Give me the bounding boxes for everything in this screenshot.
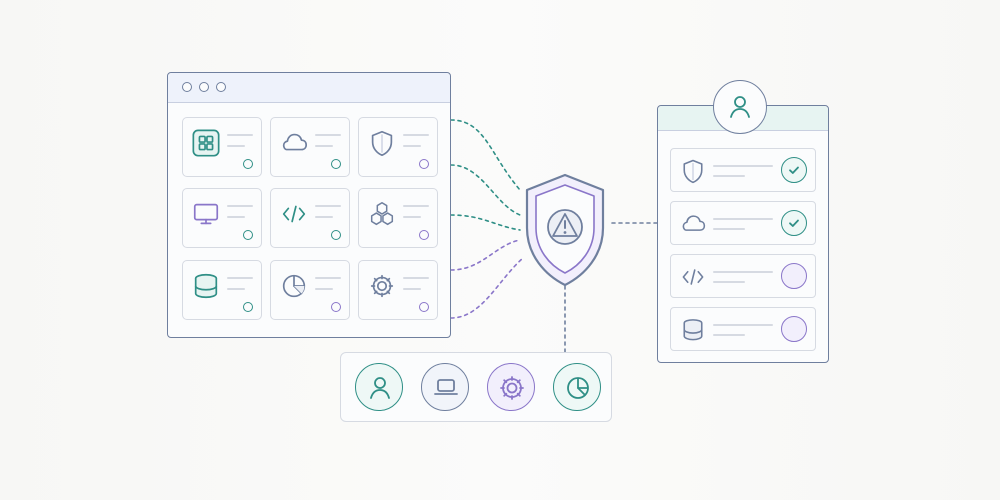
user-icon — [370, 377, 390, 399]
status-dot — [419, 159, 429, 169]
tile-grid[interactable] — [182, 117, 262, 177]
bottom-icon-bar — [340, 352, 612, 422]
tile-cloud[interactable] — [270, 117, 350, 177]
settings-button[interactable] — [487, 363, 535, 411]
tile-line — [315, 145, 333, 147]
chart-button[interactable] — [553, 363, 601, 411]
status-dot — [419, 302, 429, 312]
tile-line — [403, 134, 429, 136]
status-checked — [781, 210, 807, 236]
tile-line — [403, 145, 421, 147]
tile-database[interactable] — [182, 260, 262, 320]
laptop-button[interactable] — [421, 363, 469, 411]
row-line — [713, 218, 773, 220]
tile-pie-chart[interactable] — [270, 260, 350, 320]
tile-line — [227, 145, 245, 147]
status-dot — [243, 302, 253, 312]
shield-icon — [371, 130, 393, 157]
grid-icon — [192, 129, 220, 157]
row-line — [713, 324, 773, 326]
window-titlebar — [168, 73, 450, 103]
gear-icon — [500, 376, 524, 400]
tile-line — [403, 277, 429, 279]
row-line — [713, 228, 745, 230]
cloud-icon — [282, 133, 308, 151]
tile-line — [227, 205, 253, 207]
window-dot — [199, 82, 209, 92]
status-dot — [331, 302, 341, 312]
tile-line — [403, 288, 421, 290]
tile-line — [315, 216, 333, 218]
tile-line — [403, 205, 429, 207]
status-dot — [243, 159, 253, 169]
status-checked — [781, 157, 807, 183]
security-shield[interactable] — [515, 170, 615, 290]
status-dot — [331, 159, 341, 169]
tile-gear[interactable] — [358, 260, 438, 320]
tile-line — [315, 134, 341, 136]
list-item-shield[interactable] — [670, 148, 816, 192]
list-item-database[interactable] — [670, 307, 816, 351]
status-dot — [243, 230, 253, 240]
cubes-icon — [370, 202, 394, 226]
user-icon — [730, 96, 750, 118]
cloud-icon — [682, 215, 706, 231]
tile-shield[interactable] — [358, 117, 438, 177]
check-icon — [789, 219, 799, 227]
check-icon — [789, 166, 799, 174]
code-icon — [682, 269, 704, 285]
tile-code[interactable] — [270, 188, 350, 248]
pie-chart-icon — [282, 274, 306, 298]
gear-icon — [370, 274, 394, 298]
tile-cubes[interactable] — [358, 188, 438, 248]
list-item-code[interactable] — [670, 254, 816, 298]
window-dot — [216, 82, 226, 92]
database-icon — [683, 319, 703, 341]
user-button[interactable] — [355, 363, 403, 411]
row-line — [713, 271, 773, 273]
tile-line — [315, 277, 341, 279]
status-pending — [781, 316, 807, 342]
window-dot — [182, 82, 192, 92]
status-dot — [419, 230, 429, 240]
code-icon — [282, 205, 306, 223]
shield-icon — [683, 159, 703, 184]
laptop-icon — [434, 379, 458, 395]
status-pending — [781, 263, 807, 289]
list-item-cloud[interactable] — [670, 201, 816, 245]
status-dot — [331, 230, 341, 240]
database-icon — [194, 273, 218, 299]
row-line — [713, 165, 773, 167]
tile-line — [315, 288, 333, 290]
pie-chart-icon — [567, 377, 589, 399]
tile-line — [227, 134, 253, 136]
tile-monitor[interactable] — [182, 188, 262, 248]
tile-line — [403, 216, 421, 218]
row-line — [713, 334, 745, 336]
row-line — [713, 281, 745, 283]
access-card — [657, 105, 829, 363]
tile-line — [315, 205, 341, 207]
user-avatar[interactable] — [713, 80, 767, 134]
tile-line — [227, 216, 245, 218]
tile-line — [227, 277, 253, 279]
monitor-icon — [193, 203, 219, 225]
app-window — [167, 72, 451, 338]
tile-line — [227, 288, 245, 290]
row-line — [713, 175, 745, 177]
